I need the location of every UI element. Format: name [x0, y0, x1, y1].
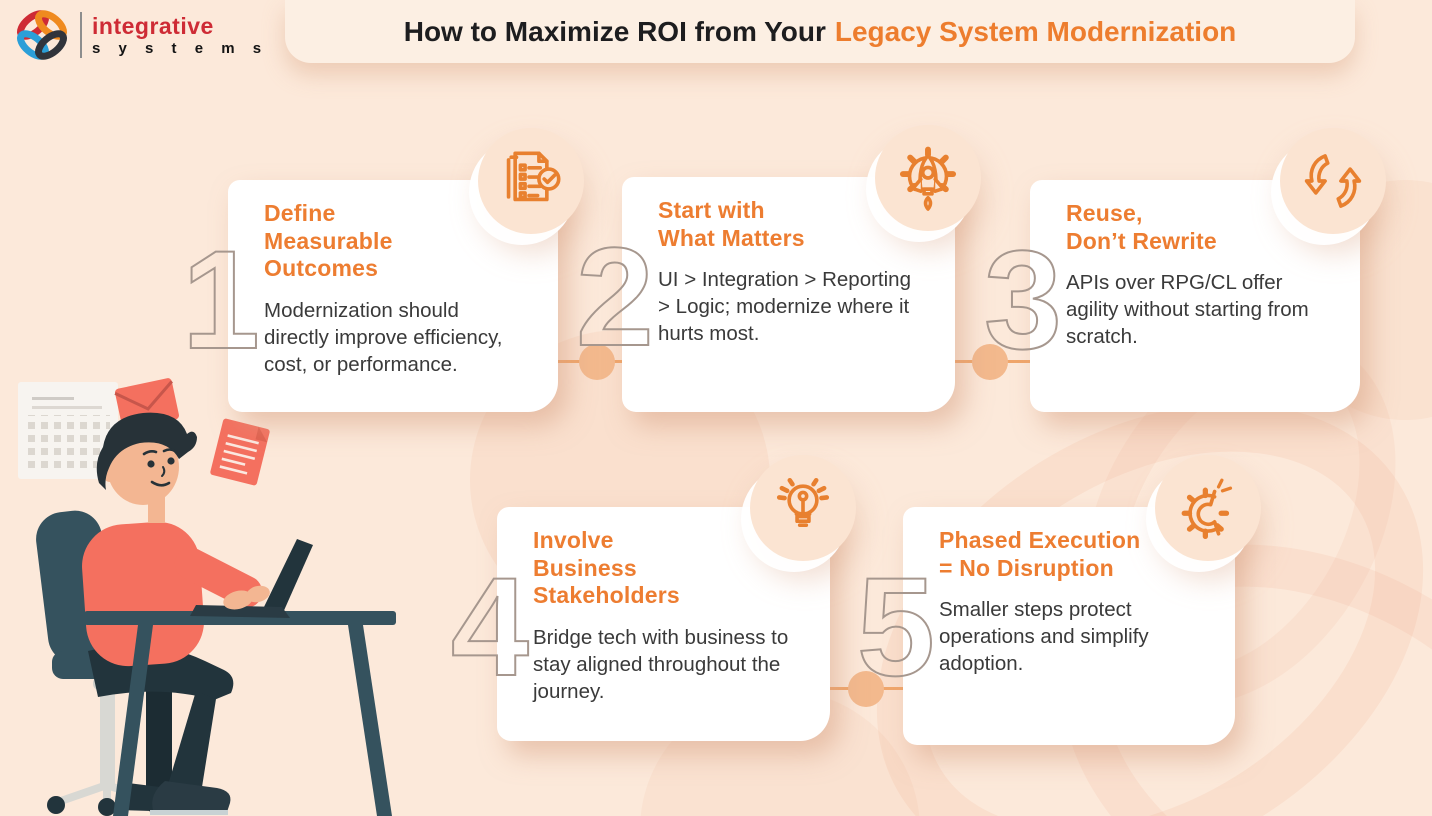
hands: [223, 585, 270, 610]
person: [82, 412, 263, 815]
connector-dot: [848, 671, 884, 707]
step-icon-circle: [750, 455, 856, 561]
connector-dot: [972, 344, 1008, 380]
step-card: 3 Reuse,Don’t Rewrite APIs over RPG/CL o…: [983, 128, 1386, 412]
sync-arrows-icon: [1300, 148, 1366, 214]
calendar-icon: [18, 382, 118, 479]
laptop: [190, 539, 313, 618]
step-body: Bridge tech with business to stay aligne…: [533, 625, 789, 703]
step-icon-circle: [875, 125, 981, 231]
connector-step2-step3: [945, 344, 1035, 380]
lightbulb-icon: [770, 475, 836, 541]
connector-dot: [579, 344, 615, 380]
title-banner: How to Maximize ROI from Your Legacy Sys…: [285, 0, 1355, 63]
page-title-orange: Legacy System Modernization: [834, 15, 1237, 47]
connector-step4-step5: [821, 671, 911, 707]
step-icon-circle: [478, 128, 584, 234]
step-title: Reuse,Don’t Rewrite: [1066, 200, 1217, 254]
rocket-gear-icon: [895, 145, 961, 211]
page-title-black: How to Maximize ROI from Your: [403, 15, 826, 47]
step-body: UI > Integration > Reporting > Logic; mo…: [658, 268, 911, 346]
step-icon-circle: [1155, 455, 1261, 561]
step-number: 3: [983, 221, 1063, 378]
checklist-check-icon: [498, 148, 564, 214]
step-body: APIs over RPG/CL offer agility without s…: [1066, 271, 1309, 349]
person-at-desk-illustration: [18, 378, 396, 816]
step-number: 1: [181, 221, 261, 378]
step-number: 4: [450, 548, 530, 705]
document-icon: [210, 418, 270, 486]
broken-gear-icon: [1175, 475, 1241, 541]
step-number: 5: [856, 548, 936, 705]
orbit-knot-logo-icon: [17, 10, 67, 60]
connector-step1-step2: [552, 344, 642, 380]
logo-divider: [80, 12, 82, 58]
step-body: Modernization should directly improve ef…: [264, 298, 503, 376]
logo-subname: s y s t e m s: [92, 39, 269, 57]
step-title: Phased Execution= No Disruption: [939, 527, 1141, 581]
step-card: 5 Phased Execution= No Disruption Smalle…: [856, 455, 1261, 745]
step-number: 2: [575, 218, 655, 375]
logo-name: integrative: [92, 12, 214, 39]
desk: [84, 611, 396, 816]
logo: integrative s y s t e m s: [10, 6, 268, 64]
step-icon-circle: [1280, 128, 1386, 234]
step-body: Smaller steps protect operations and sim…: [939, 598, 1149, 676]
